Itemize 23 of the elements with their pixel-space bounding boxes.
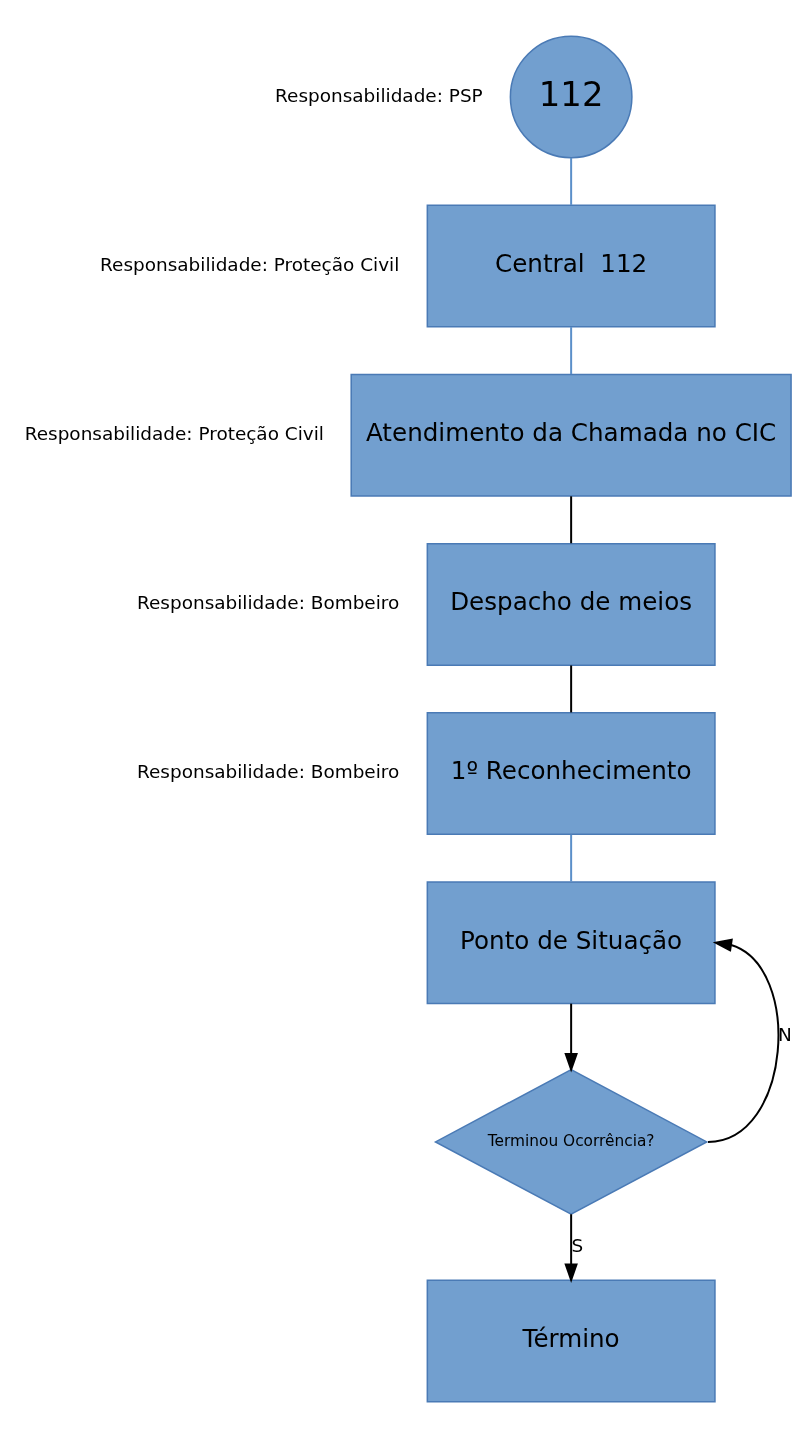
node-box: Atendimento da Chamada no CIC	[350, 373, 792, 497]
node-label: Responsabilidade: Bombeiro	[137, 592, 400, 614]
connector	[570, 495, 573, 545]
node-label: Responsabilidade: PSP	[275, 84, 483, 106]
edge-label: S	[571, 1235, 584, 1257]
node-circle: 112	[509, 35, 633, 159]
arrow	[707, 938, 780, 1143]
node-box: Ponto de Situação	[426, 881, 716, 1005]
node-diamond: Terminou Ocorrência?	[433, 1068, 709, 1216]
edge-label: N	[778, 1024, 792, 1046]
connector	[570, 156, 573, 206]
connector	[570, 326, 573, 376]
node-box: Término	[426, 1279, 716, 1403]
connector	[570, 833, 573, 883]
node-label: Responsabilidade: Proteção Civil	[24, 423, 324, 445]
node-box: Despacho de meios	[426, 542, 716, 666]
node-label: Responsabilidade: Proteção Civil	[100, 253, 400, 275]
connector	[570, 664, 573, 714]
node-label: Responsabilidade: Bombeiro	[137, 761, 400, 783]
arrow	[564, 1213, 578, 1283]
node-box: 1º Reconhecimento	[426, 712, 716, 836]
node-box: Central 112	[426, 204, 716, 328]
arrow	[564, 1002, 578, 1073]
